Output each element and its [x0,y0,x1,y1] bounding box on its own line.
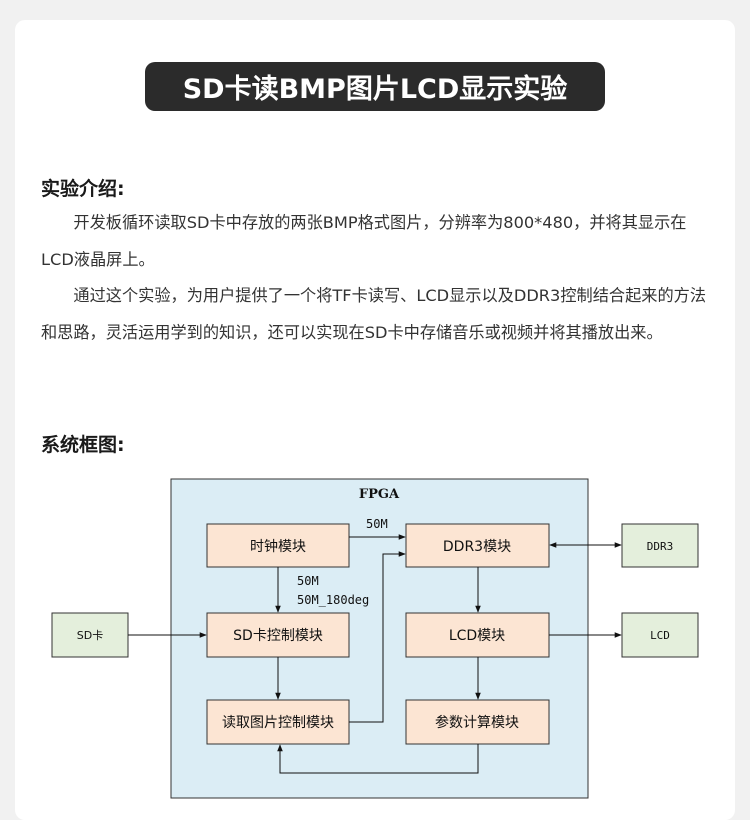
page-title: SD卡读BMP图片LCD显示实验 [145,62,605,111]
intro-paragraph-1: 开发板循环读取SD卡中存放的两张BMP格式图片，分辨率为800*480，并将其显… [41,213,687,269]
intro-heading: 实验介绍: [41,178,125,200]
content-card [15,20,735,820]
intro-paragraph-2: 通过这个实验，为用户提供了一个将TF卡读写、LCD显示以及DDR3控制结合起来的… [41,286,707,342]
diagram-heading: 系统框图: [41,434,125,456]
